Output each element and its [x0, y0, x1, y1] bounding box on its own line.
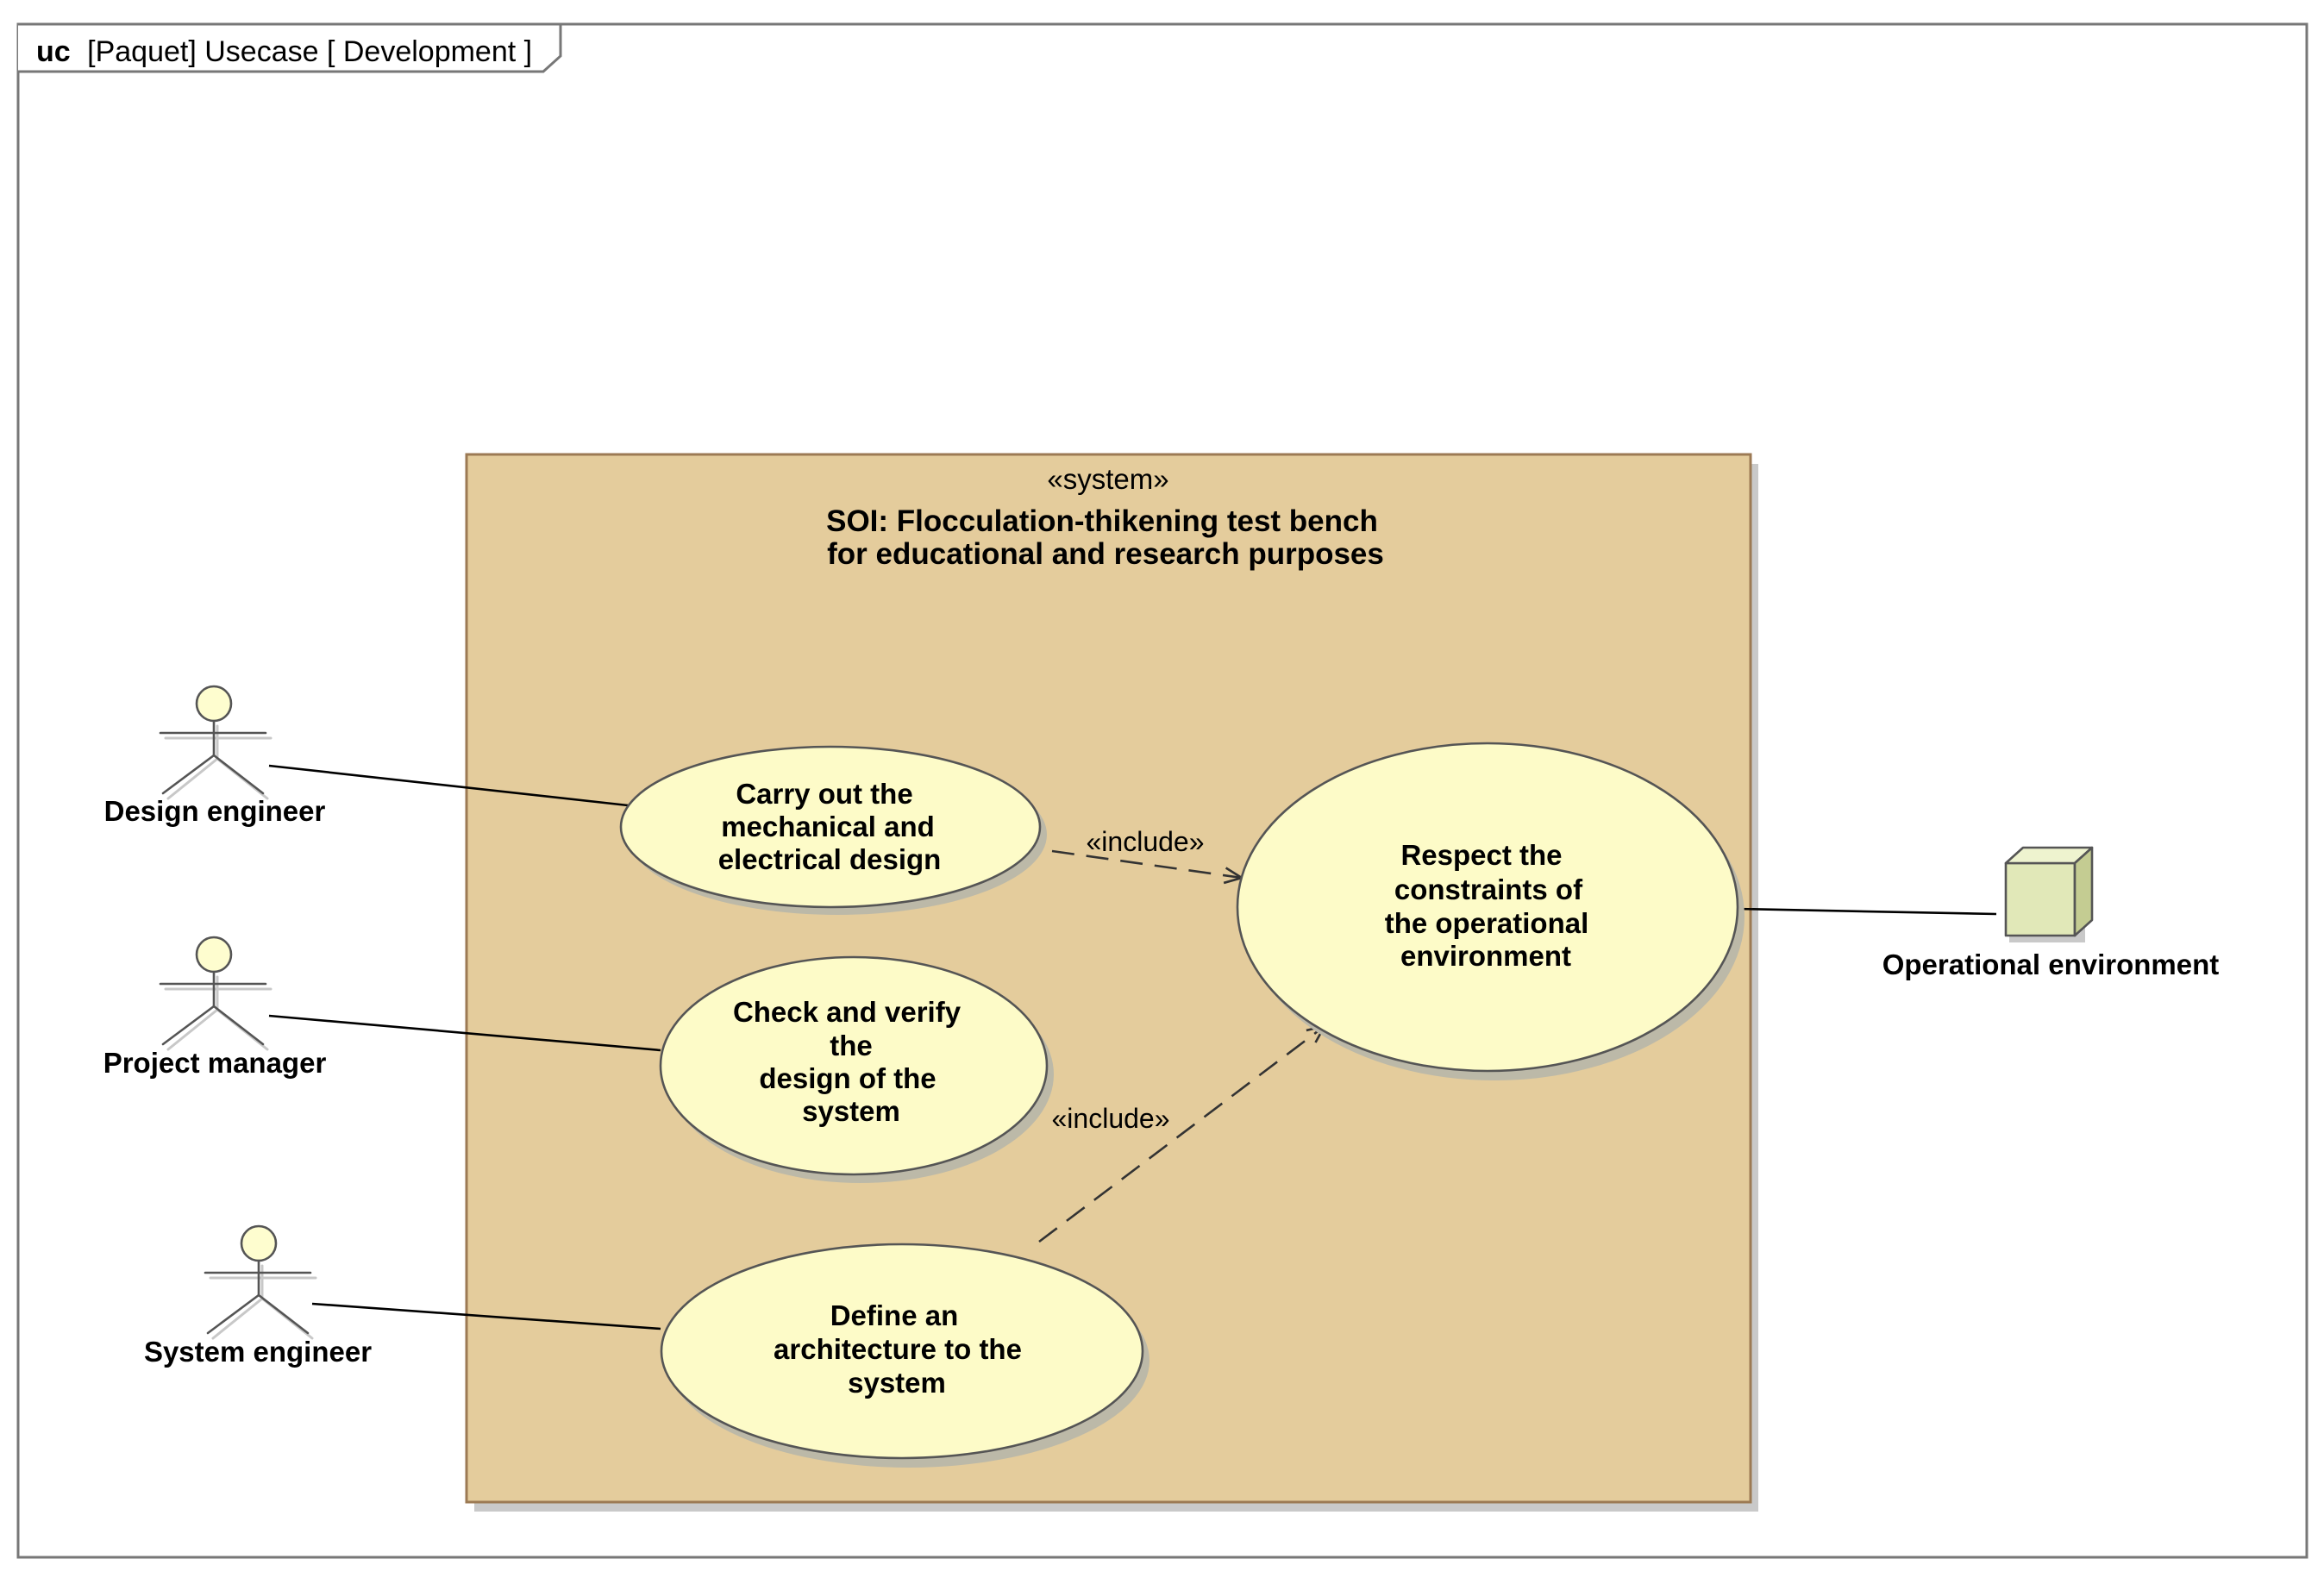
association-system-engineer [311, 1302, 661, 1330]
use-case-label-line: Respect the [1400, 839, 1562, 871]
stick-figure-icon [159, 685, 272, 800]
system-stereotype: «system» [1047, 463, 1168, 495]
actor-label: System engineer [144, 1336, 372, 1368]
frame-kind: uc [36, 35, 71, 68]
use-case-define-architecture[interactable]: Define an architecture to the system [660, 1243, 1149, 1468]
actor-design-engineer[interactable]: Design engineer [104, 685, 326, 827]
node-operational-environment[interactable]: Operational environment [1882, 846, 2220, 980]
actor-system-engineer[interactable]: System engineer [144, 1224, 372, 1368]
actor-label: Project manager [103, 1047, 327, 1079]
use-case-label-line: mechanical and [721, 811, 935, 842]
use-case-label-line: Define an [830, 1299, 959, 1331]
include-dependency-2 [1038, 1026, 1325, 1243]
include-label-1: «include» [1087, 826, 1205, 857]
include-dependency-1 [1051, 849, 1242, 878]
use-case-label-line: electrical design [718, 843, 942, 875]
use-case-respect-constraints[interactable]: Respect the constraints of the operation… [1236, 742, 1745, 1080]
use-case-check-verify-design[interactable]: Check and verify the design of the syste… [659, 955, 1054, 1183]
actor-label: Design engineer [104, 795, 326, 827]
association-design-engineer [268, 764, 629, 807]
use-case-label-line: system [802, 1095, 900, 1127]
use-case-label-line: the [830, 1030, 873, 1061]
use-case-label-line: Check and verify [733, 996, 962, 1028]
use-case-carry-out-design[interactable]: Carry out the mechanical and electrical … [619, 745, 1047, 915]
system-name-line-1: SOI: Flocculation-thikening test bench [826, 504, 1378, 538]
actor-project-manager[interactable]: Project manager [103, 936, 327, 1079]
system-name-line-2: for educational and research purposes [827, 537, 1384, 571]
stick-figure-icon [204, 1224, 317, 1340]
stick-figure-icon [159, 936, 272, 1051]
use-case-label-line: architecture to the [774, 1333, 1022, 1365]
use-case-label-line: Carry out the [736, 778, 912, 810]
node-label: Operational environment [1882, 949, 2220, 980]
use-case-label-line: system [848, 1367, 946, 1399]
cube-icon [2004, 846, 2094, 942]
association-project-manager [268, 1014, 661, 1052]
use-case-label-line: design of the [759, 1062, 936, 1094]
use-case-label-line: environment [1400, 940, 1571, 972]
use-case-label-line: the operational [1385, 907, 1589, 939]
frame-title: uc [Paquet] Usecase [ Development ] [36, 35, 532, 68]
frame-tab [18, 22, 562, 73]
association-operational-environment [1736, 907, 1997, 916]
include-label-2: «include» [1052, 1103, 1170, 1134]
use-case-label-line: constraints of [1394, 873, 1583, 905]
frame-title-text: [Paquet] Usecase [ Development ] [87, 35, 532, 68]
